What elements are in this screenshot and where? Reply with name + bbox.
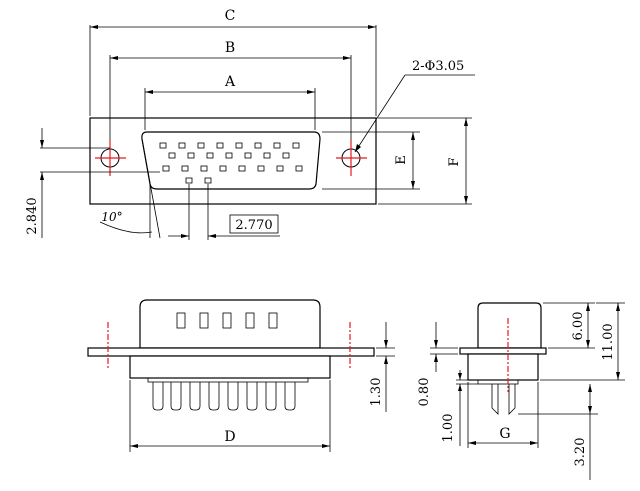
d-shell-outline: [141, 131, 321, 190]
dim-2840-label: 2.840: [25, 197, 40, 234]
pin-row-1: [159, 142, 300, 149]
dim-080-label: 0.80: [417, 378, 432, 407]
dim-d-label: D: [224, 429, 235, 445]
angle-label: 10°: [101, 210, 122, 224]
dim-2770-box: [229, 214, 279, 234]
side-shell: [477, 302, 542, 349]
front-pins: [147, 377, 309, 411]
hole-callout: 2-Φ3.05: [412, 59, 464, 74]
dim-g-label: G: [499, 426, 510, 442]
side-body: [467, 353, 539, 381]
dim-2770-label: 2.770: [235, 218, 272, 233]
side-view: 6.00 11.00 0.80 1.00 G: [417, 302, 625, 480]
pin-row-3: [162, 165, 303, 184]
top-view: C B A 2-Φ3.05 E F: [25, 8, 475, 240]
dim-f-label: F: [447, 157, 462, 166]
dim-1100-label: 11.00: [601, 323, 616, 360]
front-shell-upper: [139, 299, 321, 349]
side-flange: [459, 347, 547, 355]
dim-100-label: 1.00: [441, 414, 456, 443]
dim-a-label: A: [224, 74, 236, 90]
front-flange: [87, 347, 375, 357]
front-body-lower: [129, 355, 331, 379]
dim-130-label: 1.30: [369, 378, 384, 407]
dim-e-label: E: [394, 155, 409, 165]
dim-c-label: C: [225, 8, 236, 24]
front-view: D 1.30: [87, 299, 395, 452]
dim-b-label: B: [225, 40, 235, 56]
dim-320-label: 3.20: [573, 438, 588, 467]
pin-row-2: [168, 152, 290, 159]
dim-600-label: 6.00: [571, 312, 586, 341]
